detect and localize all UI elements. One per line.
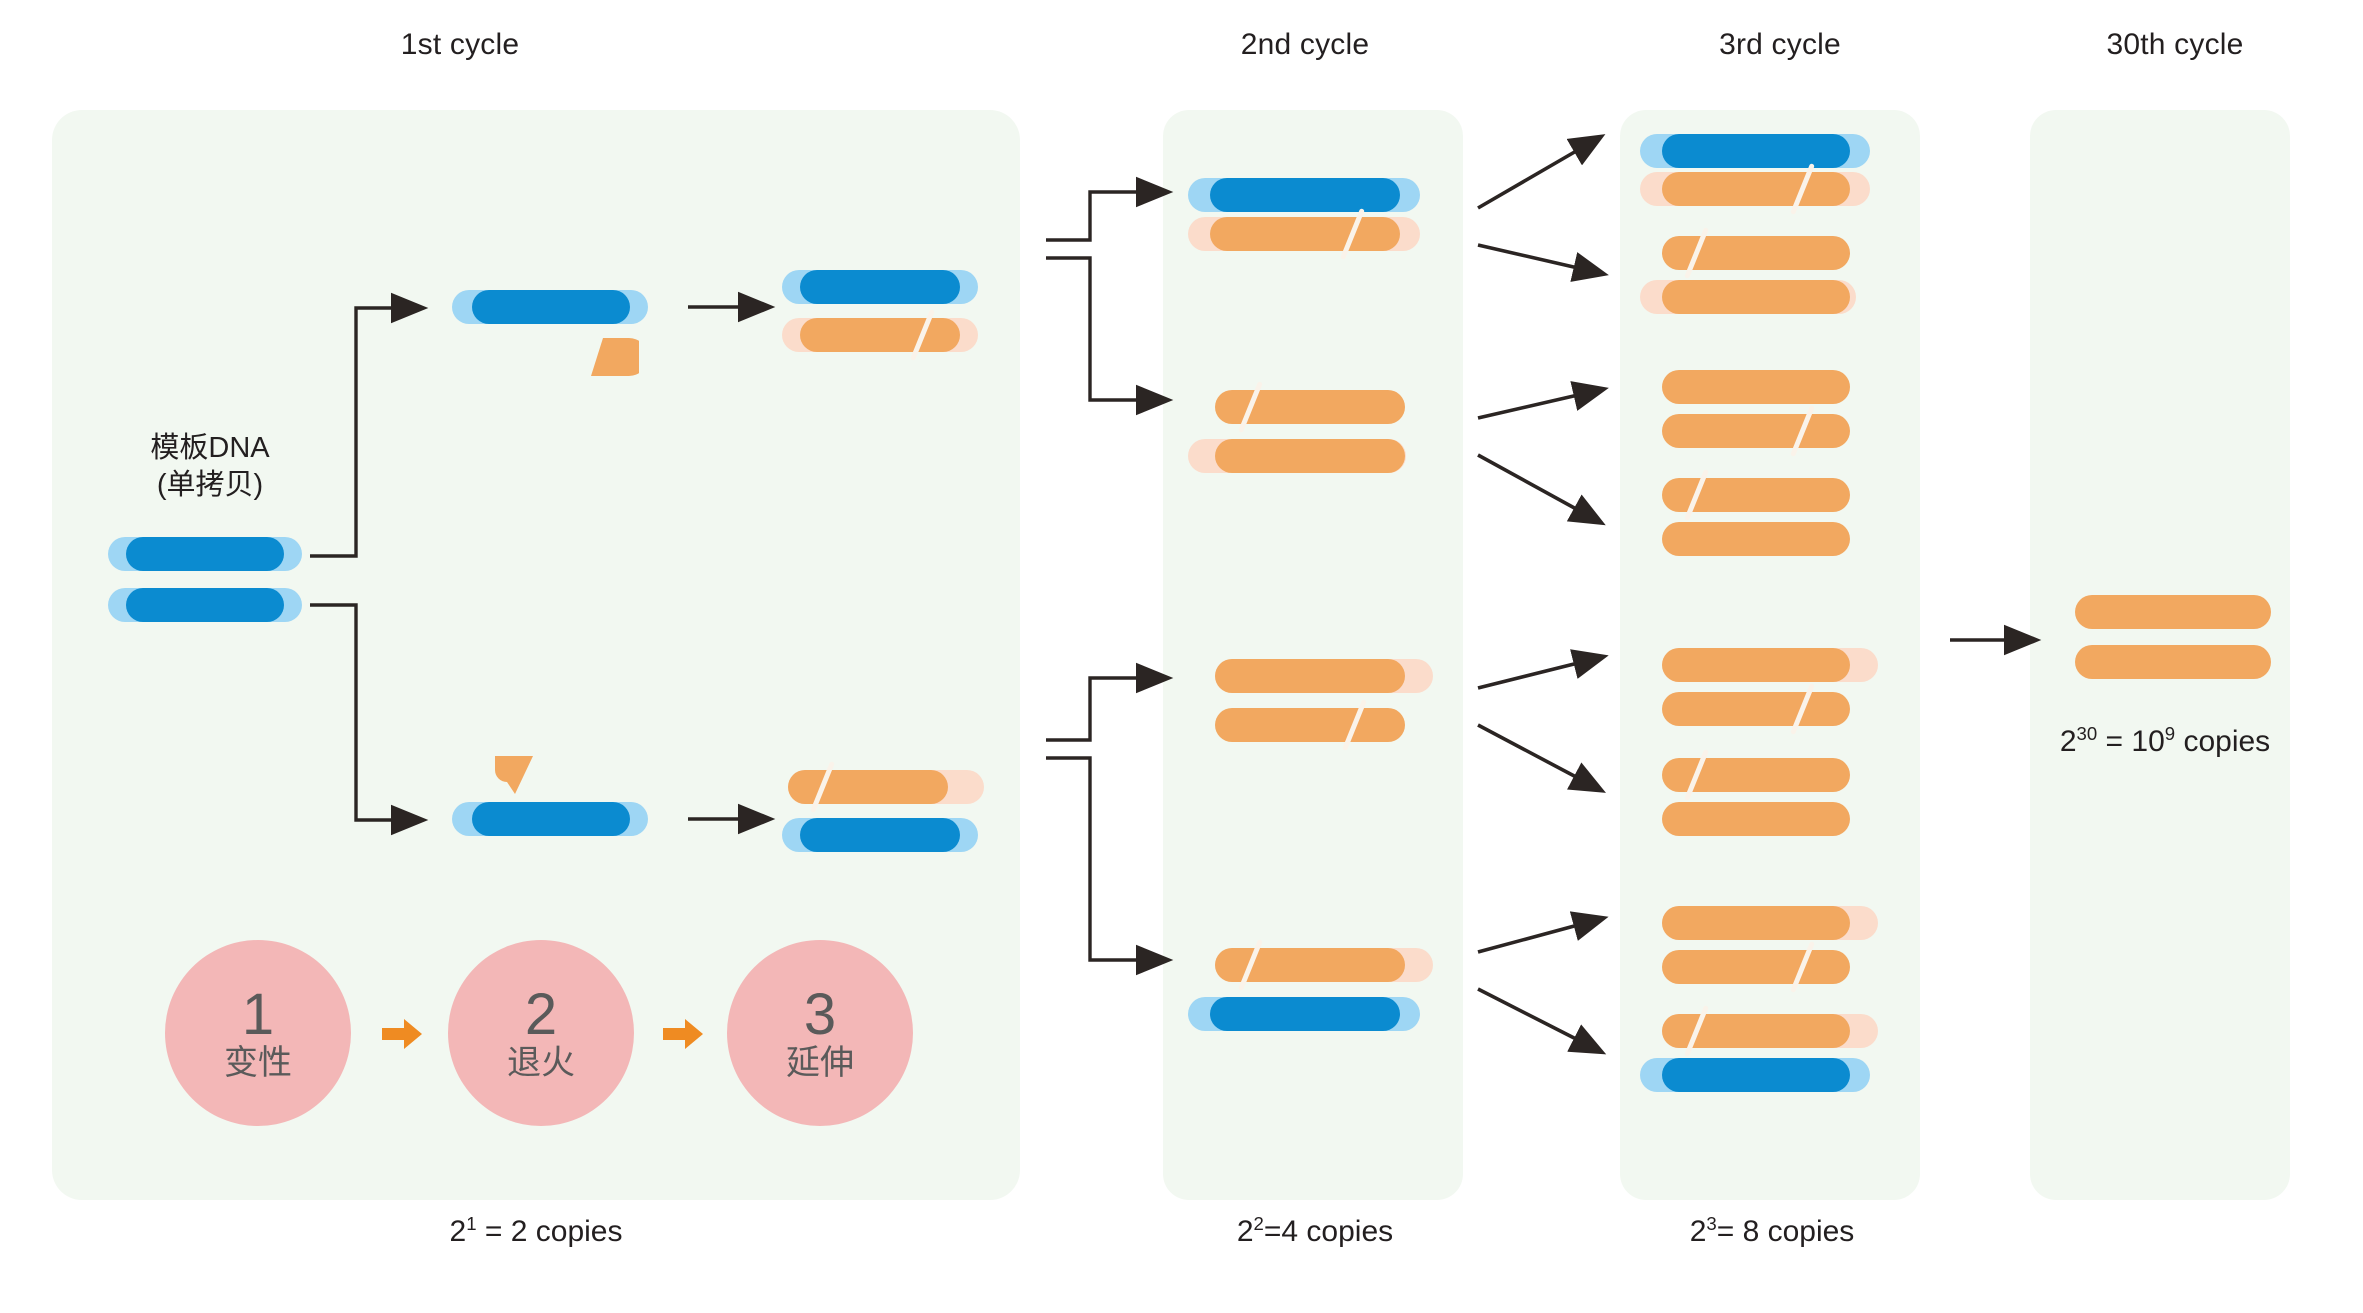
- caption-base: 2: [1689, 1215, 1707, 1248]
- step-label: 退火: [507, 1044, 575, 1082]
- strand-orange: [1662, 950, 1850, 984]
- caption-exponent: 2: [1253, 1213, 1264, 1234]
- strand-blue: [472, 802, 630, 836]
- step-arrow-1-to-2: [382, 1019, 422, 1049]
- caption-base: 2: [2059, 725, 2077, 758]
- caption-cycle-3: 23= 8 copies: [1672, 1213, 1872, 1249]
- strand-orange: [1662, 906, 1850, 940]
- strand-orange: [1662, 692, 1850, 726]
- strand-orange: [1215, 439, 1405, 473]
- step-number: 1: [241, 982, 275, 1047]
- strand-orange: [1662, 648, 1850, 682]
- step-label: 延伸: [786, 1044, 854, 1082]
- caption-exponent: 3: [1706, 1213, 1717, 1234]
- caption-rest: = 2 copies: [476, 1215, 623, 1248]
- strand-orange: [788, 770, 948, 804]
- caption-rest: copies: [2175, 725, 2271, 758]
- strand-blue: [126, 588, 284, 622]
- strand-orange: [2075, 595, 2271, 629]
- primer-wedge-upper: [591, 338, 639, 376]
- caption-rest: = 8 copies: [1716, 1215, 1855, 1248]
- strand-blue: [1210, 997, 1400, 1031]
- strand-orange: [1662, 370, 1850, 404]
- template-dna-label: 模板DNA (单拷贝): [90, 430, 330, 504]
- strand-orange: [1662, 802, 1850, 836]
- cycle-title-30: 30th cycle: [2106, 28, 2244, 61]
- step-circle-annealing[interactable]: 2 退火: [448, 940, 634, 1126]
- cycle-title-2: 2nd cycle: [1240, 28, 1370, 61]
- cycle-title-1: 1st cycle: [400, 28, 520, 61]
- caption-rest: =4 copies: [1263, 1215, 1394, 1248]
- caption-cycle-1: 21 = 2 copies: [436, 1213, 636, 1249]
- template-dna-label-line2: (单拷贝): [156, 469, 264, 502]
- strand-orange: [1662, 280, 1850, 314]
- caption-cycle-30: 230 = 109 copies: [2055, 723, 2275, 759]
- template-dna-label-line1: 模板DNA: [150, 432, 270, 464]
- caption-cycle-2: 22=4 copies: [1215, 1213, 1415, 1249]
- step-label: 变性: [224, 1044, 292, 1082]
- strand-blue: [1662, 134, 1850, 168]
- strand-orange: [1215, 659, 1405, 693]
- strand-blue: [1210, 178, 1400, 212]
- caption-base: 2: [1236, 1215, 1254, 1248]
- step-circle-denaturation[interactable]: 1 变性: [165, 940, 351, 1126]
- strand-blue: [472, 290, 630, 324]
- strand-blue: [800, 270, 960, 304]
- caption-base: 2: [449, 1215, 467, 1248]
- caption-mid: = 10: [2097, 725, 2165, 758]
- bracket-cycle1-to-cycle2-top: [1046, 176, 1174, 416]
- strand-blue: [1662, 1058, 1850, 1092]
- strand-blue: [126, 537, 284, 571]
- strand-orange: [2075, 645, 2271, 679]
- strand-orange: [1215, 708, 1405, 742]
- strand-orange: [1210, 217, 1400, 251]
- cycle-title-3: 3rd cycle: [1719, 28, 1841, 61]
- step-number: 2: [524, 982, 558, 1047]
- strand-orange: [800, 318, 960, 352]
- caption-exponent-2: 9: [2164, 723, 2176, 744]
- primer-wedge-lower: [495, 756, 533, 794]
- strand-blue: [800, 818, 960, 852]
- bracket-cycle1-to-cycle2-bottom: [1046, 662, 1174, 976]
- panel-cycle-2: [1163, 110, 1463, 1200]
- caption-exponent: 1: [466, 1213, 477, 1234]
- step-circle-extension[interactable]: 3 延伸: [727, 940, 913, 1126]
- step-arrow-2-to-3: [663, 1019, 703, 1049]
- strand-orange: [1662, 522, 1850, 556]
- step-number: 3: [803, 982, 837, 1047]
- caption-exponent: 30: [2076, 723, 2098, 744]
- arrows-cycle2-to-cycle3: [1477, 134, 1609, 1055]
- strand-orange: [1662, 414, 1850, 448]
- strand-orange: [1662, 172, 1850, 206]
